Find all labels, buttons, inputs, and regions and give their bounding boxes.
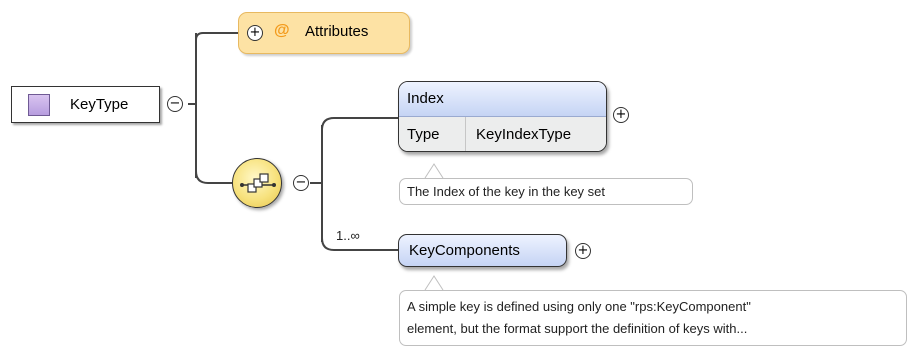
annotation-line-2: element, but the format support the defi… (407, 321, 748, 336)
collapse-icon[interactable]: − (167, 96, 183, 112)
attribute-at-icon: @ (274, 22, 290, 39)
index-element[interactable]: Index Type KeyIndexType (398, 81, 607, 152)
keytype-node[interactable]: KeyType (11, 86, 160, 123)
expand-icon[interactable]: + (247, 25, 263, 41)
expand-icon[interactable]: + (575, 243, 591, 259)
keycomponents-element[interactable]: KeyComponents (398, 234, 567, 267)
collapse-icon[interactable]: − (293, 175, 309, 191)
index-type-value: KeyIndexType (476, 126, 572, 143)
annotation-line-1: A simple key is defined using only one "… (407, 299, 751, 314)
sequence-icon (240, 173, 276, 193)
cardinality-label: 1..∞ (336, 228, 360, 243)
index-annotation: The Index of the key in the key set (399, 178, 693, 205)
attributes-label: Attributes (305, 23, 369, 40)
keycomponents-annotation: A simple key is defined using only one "… (399, 290, 907, 346)
expand-icon[interactable]: + (613, 107, 629, 123)
keytype-label: KeyType (70, 96, 129, 113)
attributes-node[interactable] (238, 12, 410, 54)
complex-type-icon (28, 93, 50, 116)
sequence-node[interactable] (232, 158, 282, 208)
index-type-label: Type (399, 117, 466, 151)
index-name: Index (399, 82, 606, 117)
